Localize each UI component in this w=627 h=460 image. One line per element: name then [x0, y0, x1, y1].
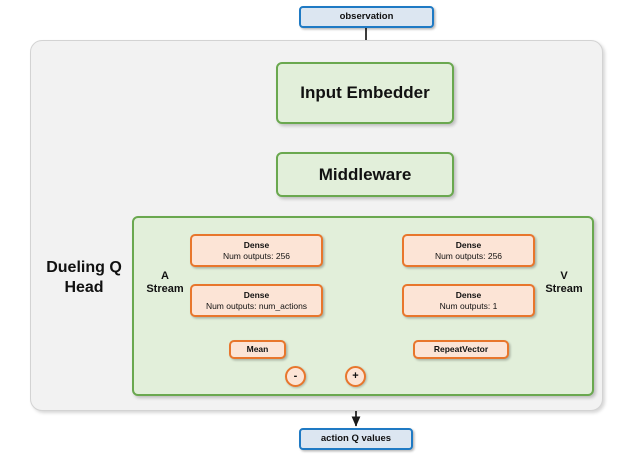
dense-a2-detail: Num outputs: num_actions — [205, 300, 308, 311]
dense-v2-name: Dense — [455, 289, 482, 300]
dense-v1-node[interactable]: Dense Num outputs: 256 — [402, 234, 535, 267]
dueling-q-head-label: Dueling Q Head — [46, 259, 122, 296]
repeat-vector-node[interactable]: RepeatVector — [413, 340, 509, 359]
middleware-label: Middleware — [318, 164, 412, 184]
observation-node[interactable]: observation — [299, 6, 434, 28]
dense-v1-name: Dense — [455, 239, 482, 250]
a-stream-label: A Stream — [142, 270, 188, 297]
mean-label: Mean — [246, 344, 269, 355]
action-q-values-node[interactable]: action Q values — [299, 428, 413, 450]
repeat-vector-label: RepeatVector — [433, 344, 489, 355]
dense-a1-name: Dense — [243, 239, 270, 250]
a-stream-label-line1: A — [161, 270, 169, 282]
middleware-node[interactable]: Middleware — [276, 152, 454, 197]
dense-v2-node[interactable]: Dense Num outputs: 1 — [402, 284, 535, 317]
dense-a2-node[interactable]: Dense Num outputs: num_actions — [190, 284, 323, 317]
dense-a1-node[interactable]: Dense Num outputs: 256 — [190, 234, 323, 267]
dense-v2-detail: Num outputs: 1 — [439, 300, 498, 311]
v-stream-label-line2: Stream — [545, 283, 583, 296]
mean-node[interactable]: Mean — [229, 340, 286, 359]
dense-a1-detail: Num outputs: 256 — [222, 250, 291, 261]
input-embedder-node[interactable]: Input Embedder — [276, 62, 454, 124]
v-stream-label: V Stream — [539, 270, 589, 297]
add-operator-node[interactable]: + — [345, 366, 366, 387]
action-q-values-label: action Q values — [320, 433, 392, 445]
a-stream-label-line2: Stream — [146, 283, 184, 296]
v-stream-label-line1: V — [560, 270, 568, 282]
subtract-operator-node[interactable]: - — [285, 366, 306, 387]
dense-a2-name: Dense — [243, 289, 270, 300]
dense-v1-detail: Num outputs: 256 — [434, 250, 503, 261]
observation-label: observation — [339, 11, 394, 23]
input-embedder-label: Input Embedder — [300, 83, 430, 103]
